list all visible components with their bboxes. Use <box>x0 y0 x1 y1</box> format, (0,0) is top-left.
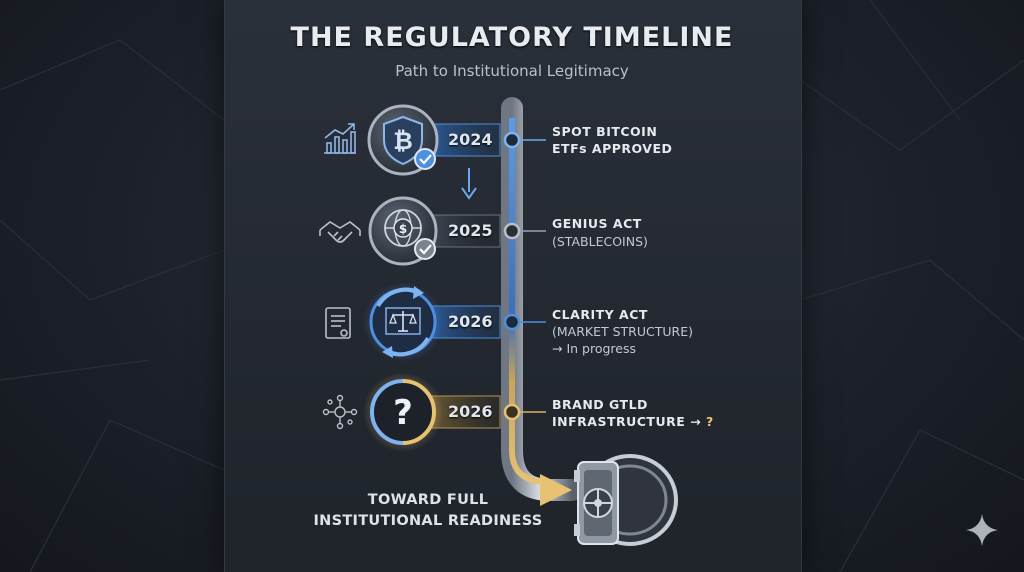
year-tags <box>429 123 501 429</box>
svg-text:₿: ₿ <box>393 127 413 155</box>
event-title-1: SPOT BITCOIN <box>552 124 658 139</box>
event-title-4b-text: INFRASTRUCTURE → <box>552 414 702 429</box>
footer-line-2: INSTITUTIONAL READINESS <box>313 513 543 529</box>
svg-text:?: ? <box>393 393 413 433</box>
year-label-2026: 2026 <box>448 312 493 331</box>
event-title-4b: INFRASTRUCTURE → ? <box>552 413 714 430</box>
event-note-2: (STABLECOINS) <box>552 234 648 249</box>
globe-dollar-icon: $ <box>368 196 438 266</box>
footer-line-1: TOWARD FULL <box>367 492 489 508</box>
network-icon <box>322 394 358 430</box>
vault-icon <box>574 454 678 546</box>
bitcoin-shield-icon: ₿ <box>367 104 439 176</box>
event-note-3: (MARKET STRUCTURE) <box>552 324 693 339</box>
question-suffix: ? <box>705 414 714 429</box>
timeline-nodes <box>503 131 521 421</box>
down-arrow-icon <box>461 168 477 200</box>
event-title-1b: ETFs APPROVED <box>552 141 673 156</box>
handshake-icon <box>319 221 361 243</box>
document-icon <box>325 307 351 339</box>
question-icon: ? <box>363 372 443 452</box>
growth-chart-icon <box>324 123 356 154</box>
event-title-3: CLARITY ACT <box>552 307 648 322</box>
sparkle-icon <box>966 514 998 546</box>
footer-caption: TOWARD FULL INSTITUTIONAL READINESS <box>300 490 556 532</box>
year-label-2026-b: 2026 <box>448 402 493 421</box>
page-subtitle: Path to Institutional Legitimacy <box>395 62 629 80</box>
scales-icon <box>363 282 443 362</box>
timeline-pipe <box>501 97 583 506</box>
page-title: THE REGULATORY TIMELINE <box>290 22 734 53</box>
year-label-2024: 2024 <box>448 130 493 149</box>
svg-text:$: $ <box>399 222 407 236</box>
event-title-2: GENIUS ACT <box>552 216 642 231</box>
year-label-2025: 2025 <box>448 221 493 240</box>
event-status-3: → In progress <box>552 341 636 356</box>
event-title-4: BRAND GTLD <box>552 397 648 412</box>
